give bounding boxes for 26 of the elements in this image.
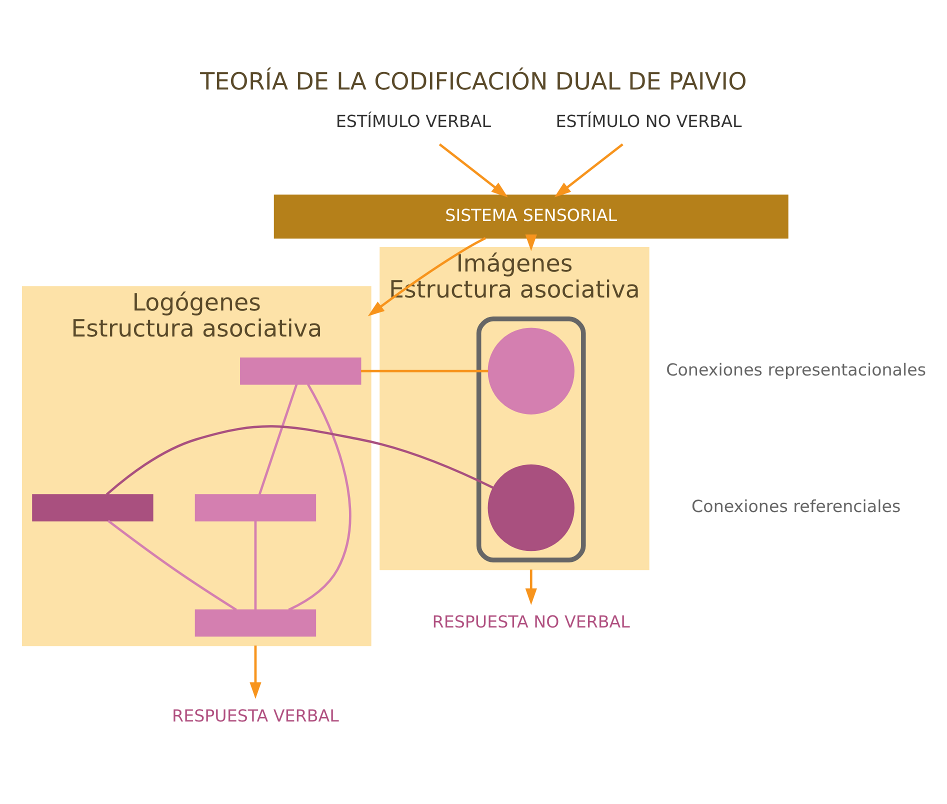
node-box xyxy=(194,609,316,637)
arrow xyxy=(525,234,537,252)
connector xyxy=(254,521,257,610)
node-box xyxy=(194,494,316,522)
cluster: Logógenes Estructura asociativa xyxy=(22,286,372,646)
arrow xyxy=(525,570,537,606)
label: Conexiones referenciales xyxy=(692,497,901,516)
connector xyxy=(360,370,488,372)
node-text: RESPUESTA VERBAL xyxy=(172,706,339,726)
connector xyxy=(106,425,494,496)
node-box xyxy=(32,494,154,522)
diagram-title: TEORÍA DE LA CODIFICACIÓN DUAL DE PAIVIO xyxy=(200,68,747,96)
connector xyxy=(107,520,237,611)
connector xyxy=(258,384,298,495)
arrow xyxy=(554,143,624,198)
arrow xyxy=(438,143,508,198)
node-circle xyxy=(488,328,574,414)
node-box xyxy=(240,357,362,385)
node-text: ESTÍMULO VERBAL xyxy=(336,112,492,132)
node-text: RESPUESTA NO VERBAL xyxy=(432,612,630,632)
node-circle xyxy=(488,464,574,552)
cluster xyxy=(476,316,586,562)
connector xyxy=(288,384,352,611)
arrow xyxy=(250,646,262,699)
node-text: ESTÍMULO NO VERBAL xyxy=(556,112,742,132)
label: Conexiones representacionales xyxy=(666,360,926,380)
